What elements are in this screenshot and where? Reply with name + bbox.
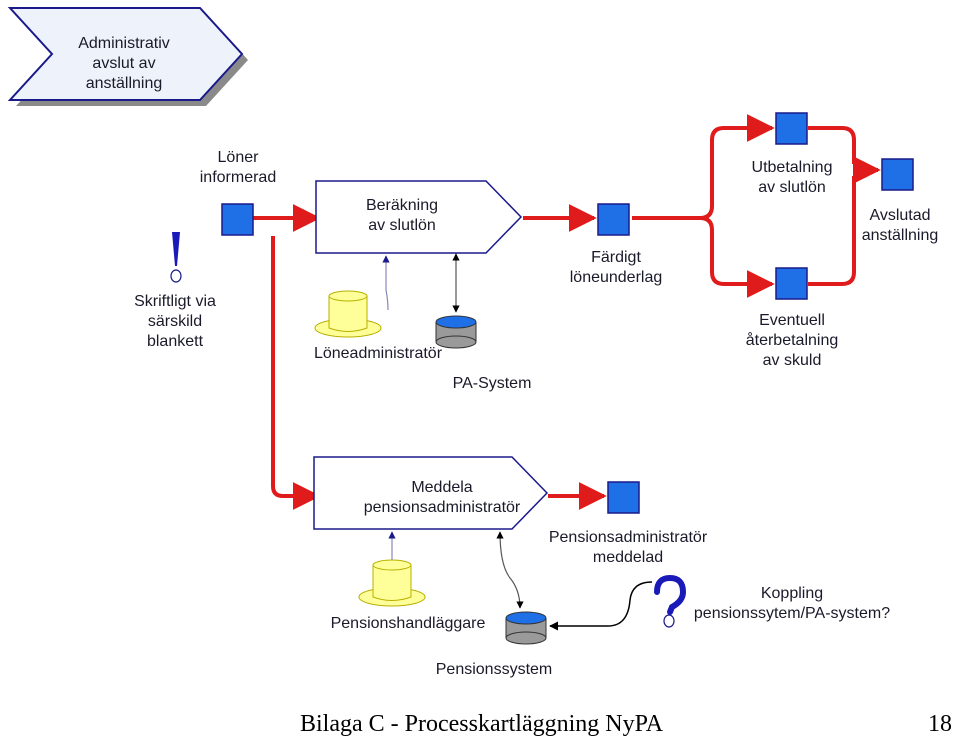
activity-label-meddela: Meddela pensionsadministratör bbox=[363, 479, 521, 516]
exclamation-icon bbox=[170, 232, 182, 283]
event-label-koppling: Koppling pensionssytem/PA-system? bbox=[693, 585, 891, 622]
event-square-icon bbox=[221, 203, 254, 236]
event-label-skriftligt: Skriftligt via särskild blankett bbox=[134, 293, 216, 350]
activity-box-meddela bbox=[313, 456, 549, 530]
event-square-icons bbox=[221, 112, 914, 514]
system-label-pension: Pensionssystem bbox=[435, 661, 553, 678]
connector-koppling bbox=[549, 581, 653, 631]
event-label-avslutad: Avslutad anställning bbox=[861, 207, 939, 244]
flow-lines bbox=[253, 114, 881, 510]
flow-event-down-to-meddela bbox=[271, 236, 321, 510]
connector-loneadmin bbox=[382, 255, 390, 311]
database-icon bbox=[505, 611, 547, 645]
flow-branch-upper bbox=[699, 114, 775, 220]
event-square-icon bbox=[775, 112, 808, 145]
role-hat-icon bbox=[358, 559, 426, 607]
event-label-loner-informerad: Löner informerad bbox=[199, 149, 277, 186]
role-hat-icon bbox=[314, 290, 382, 338]
title-box bbox=[7, 7, 248, 106]
question-icon bbox=[654, 574, 687, 628]
role-label-pensionshandl: Pensionshandläggare bbox=[330, 615, 486, 632]
event-square-icon bbox=[597, 203, 630, 236]
event-label-fardigt: Färdigt löneunderlag bbox=[569, 249, 663, 286]
role-label-loneadmin: Löneadministratör bbox=[313, 345, 443, 362]
title-box-text: Administrativ avslut av anställning bbox=[78, 35, 170, 92]
activity-label-berakning: Beräkning av slutlön bbox=[365, 197, 439, 234]
resource-connectors bbox=[382, 253, 653, 631]
page-number: 18 bbox=[928, 711, 952, 737]
event-square-icon bbox=[881, 158, 914, 191]
event-square-icon bbox=[607, 481, 640, 514]
event-label-eventuell: Eventuell återbetalning av skuld bbox=[745, 312, 839, 369]
footer-title: Bilaga C - Processkartläggning NyPA bbox=[300, 711, 664, 737]
activity-box-berakning bbox=[315, 180, 523, 254]
event-square-icon bbox=[775, 267, 808, 300]
database-icon bbox=[435, 315, 477, 349]
flow-lower-to-join bbox=[808, 176, 856, 286]
flow-upper-to-join bbox=[808, 126, 856, 164]
event-label-pensionsadm-meddelad: Pensionsadministratör meddelad bbox=[548, 529, 708, 566]
system-label-pa: PA-System bbox=[452, 375, 532, 392]
event-label-utbetalning: Utbetalning av slutlön bbox=[751, 159, 833, 196]
flow-branch-lower bbox=[699, 216, 775, 298]
connector-pensionssystem bbox=[496, 531, 524, 609]
